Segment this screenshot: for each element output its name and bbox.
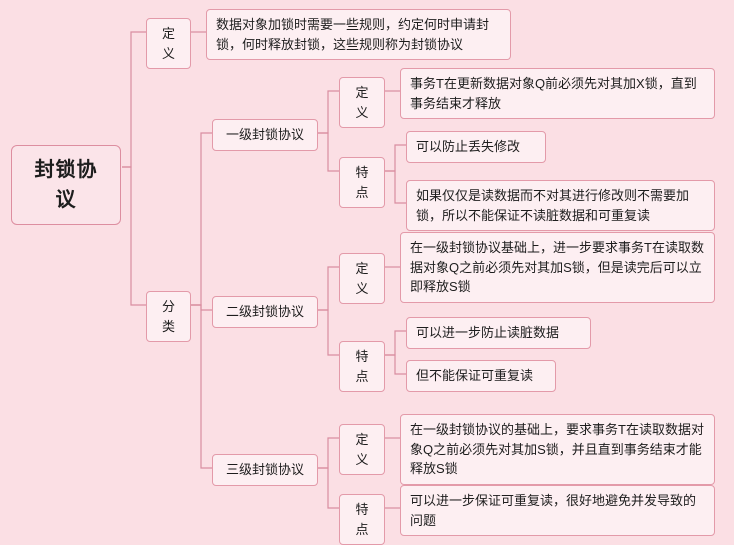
node-level1-definition[interactable]: 定义 xyxy=(339,77,385,128)
node-level3-definition[interactable]: 定义 xyxy=(339,424,385,475)
node-level3-definition-text[interactable]: 在一级封锁协议的基础上，要求事务T在读取数据对象Q之前必须先对其加S锁，并且直到… xyxy=(400,414,715,485)
node-level1-feature-text-1[interactable]: 可以防止丢失修改 xyxy=(406,131,546,163)
node-level1-feature-text-2[interactable]: 如果仅仅是读数据而不对其进行修改则不需要加锁，所以不能保证不读脏数据和可重复读 xyxy=(406,180,715,231)
node-classification[interactable]: 分类 xyxy=(146,291,191,342)
node-definition-top-text[interactable]: 数据对象加锁时需要一些规则，约定何时申请封锁，何时释放封锁，这些规则称为封锁协议 xyxy=(206,9,511,60)
node-definition-top[interactable]: 定义 xyxy=(146,18,191,69)
node-level1-features[interactable]: 特点 xyxy=(339,157,385,208)
node-level2-feature-text-2[interactable]: 但不能保证可重复读 xyxy=(406,360,556,392)
node-level3-features[interactable]: 特点 xyxy=(339,494,385,545)
node-level2-definition-text[interactable]: 在一级封锁协议基础上，进一步要求事务T在读取数据对象Q之前必须先对其加S锁，但是… xyxy=(400,232,715,303)
node-level2-features[interactable]: 特点 xyxy=(339,341,385,392)
node-level1-protocol[interactable]: 一级封锁协议 xyxy=(212,119,318,151)
node-level3-protocol[interactable]: 三级封锁协议 xyxy=(212,454,318,486)
node-level2-protocol[interactable]: 二级封锁协议 xyxy=(212,296,318,328)
node-level1-definition-text[interactable]: 事务T在更新数据对象Q前必须先对其加X锁，直到事务结束才释放 xyxy=(400,68,715,119)
node-level2-definition[interactable]: 定义 xyxy=(339,253,385,304)
node-level2-feature-text-1[interactable]: 可以进一步防止读脏数据 xyxy=(406,317,591,349)
node-level3-feature-text[interactable]: 可以进一步保证可重复读，很好地避免并发导致的问题 xyxy=(400,485,715,536)
root-node[interactable]: 封锁协议 xyxy=(11,145,121,225)
